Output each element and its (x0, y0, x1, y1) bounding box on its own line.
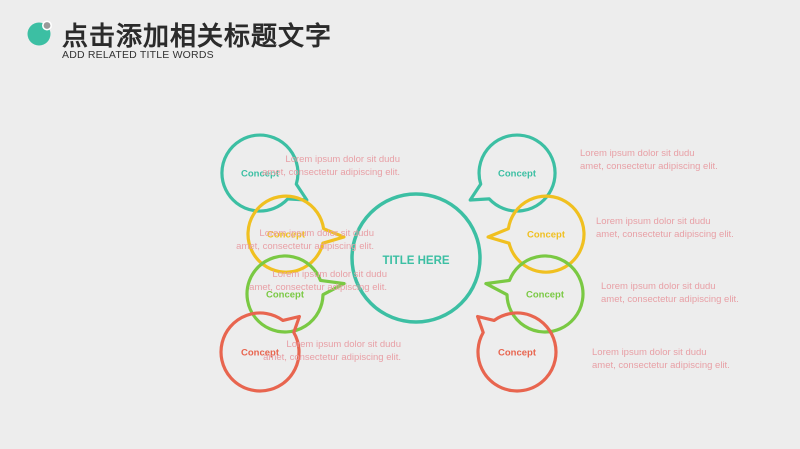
concept-label: Concept (241, 348, 280, 359)
description-line: amet, consectetur adipiscing elit. (601, 293, 739, 305)
description-line: amet, consectetur adipiscing elit. (262, 166, 400, 178)
slide-header: 点击添加相关标题文字 ADD RELATED TITLE WORDS (0, 0, 800, 70)
concept-label: Concept (267, 230, 306, 241)
center-circle[interactable] (350, 192, 482, 324)
concept-bubble-outline[interactable] (476, 311, 558, 393)
concept-label: Concept (266, 290, 305, 301)
description-line: Lorem ipsum dolor sit dudu (259, 228, 374, 239)
concept-label: Concept (526, 290, 565, 301)
description-line: Lorem ipsum dolor sit dudu (272, 269, 387, 280)
logo-circle-icon (27, 20, 52, 46)
page-subtitle: ADD RELATED TITLE WORDS (62, 49, 214, 61)
concept-bubble-outline[interactable] (468, 133, 557, 213)
concept-bubble-left-2[interactable]: Concept (246, 194, 346, 274)
concept-bubble-outline[interactable] (246, 194, 346, 274)
concept-label: Concept (498, 169, 537, 180)
description-line: Lorem ipsum dolor sit dudu (592, 347, 707, 358)
concept-bubble-outline[interactable] (219, 311, 301, 393)
concept-bubble-right-4[interactable]: Concept (476, 311, 558, 393)
description-line: Lorem ipsum dolor sit dudu (580, 148, 695, 159)
center-node[interactable]: TITLE HERE (350, 192, 482, 324)
page-title: 点击添加相关标题文字 (62, 22, 333, 52)
concept-bubble-right-1[interactable]: Concept (468, 133, 557, 213)
description-line: amet, consectetur adipiscing elit. (596, 228, 734, 240)
description-line: Lorem ipsum dolor sit dudu (285, 154, 400, 165)
concept-bubble-outline[interactable] (245, 254, 346, 334)
concept-label: Concept (498, 348, 537, 359)
description-line: amet, consectetur adipiscing elit. (249, 281, 387, 293)
description-line: Lorem ipsum dolor sit dudu (286, 339, 401, 350)
description-line: amet, consectetur adipiscing elit. (263, 351, 401, 363)
description-line: amet, consectetur adipiscing elit. (236, 240, 374, 252)
concept-label: Concept (241, 169, 280, 180)
concept-bubble-outline[interactable] (484, 254, 585, 334)
center-title: TITLE HERE (382, 255, 449, 267)
description-line: Lorem ipsum dolor sit dudu (601, 281, 716, 292)
concept-bubble-left-3[interactable]: Concept (245, 254, 346, 334)
description-line: amet, consectetur adipiscing elit. (592, 359, 730, 371)
concept-bubble-left-4[interactable]: Concept (219, 311, 301, 393)
description-line: Lorem ipsum dolor sit dudu (596, 216, 711, 227)
concept-label: Concept (527, 230, 566, 241)
concept-bubble-right-3[interactable]: Concept (484, 254, 585, 334)
description-line: amet, consectetur adipiscing elit. (580, 160, 718, 172)
